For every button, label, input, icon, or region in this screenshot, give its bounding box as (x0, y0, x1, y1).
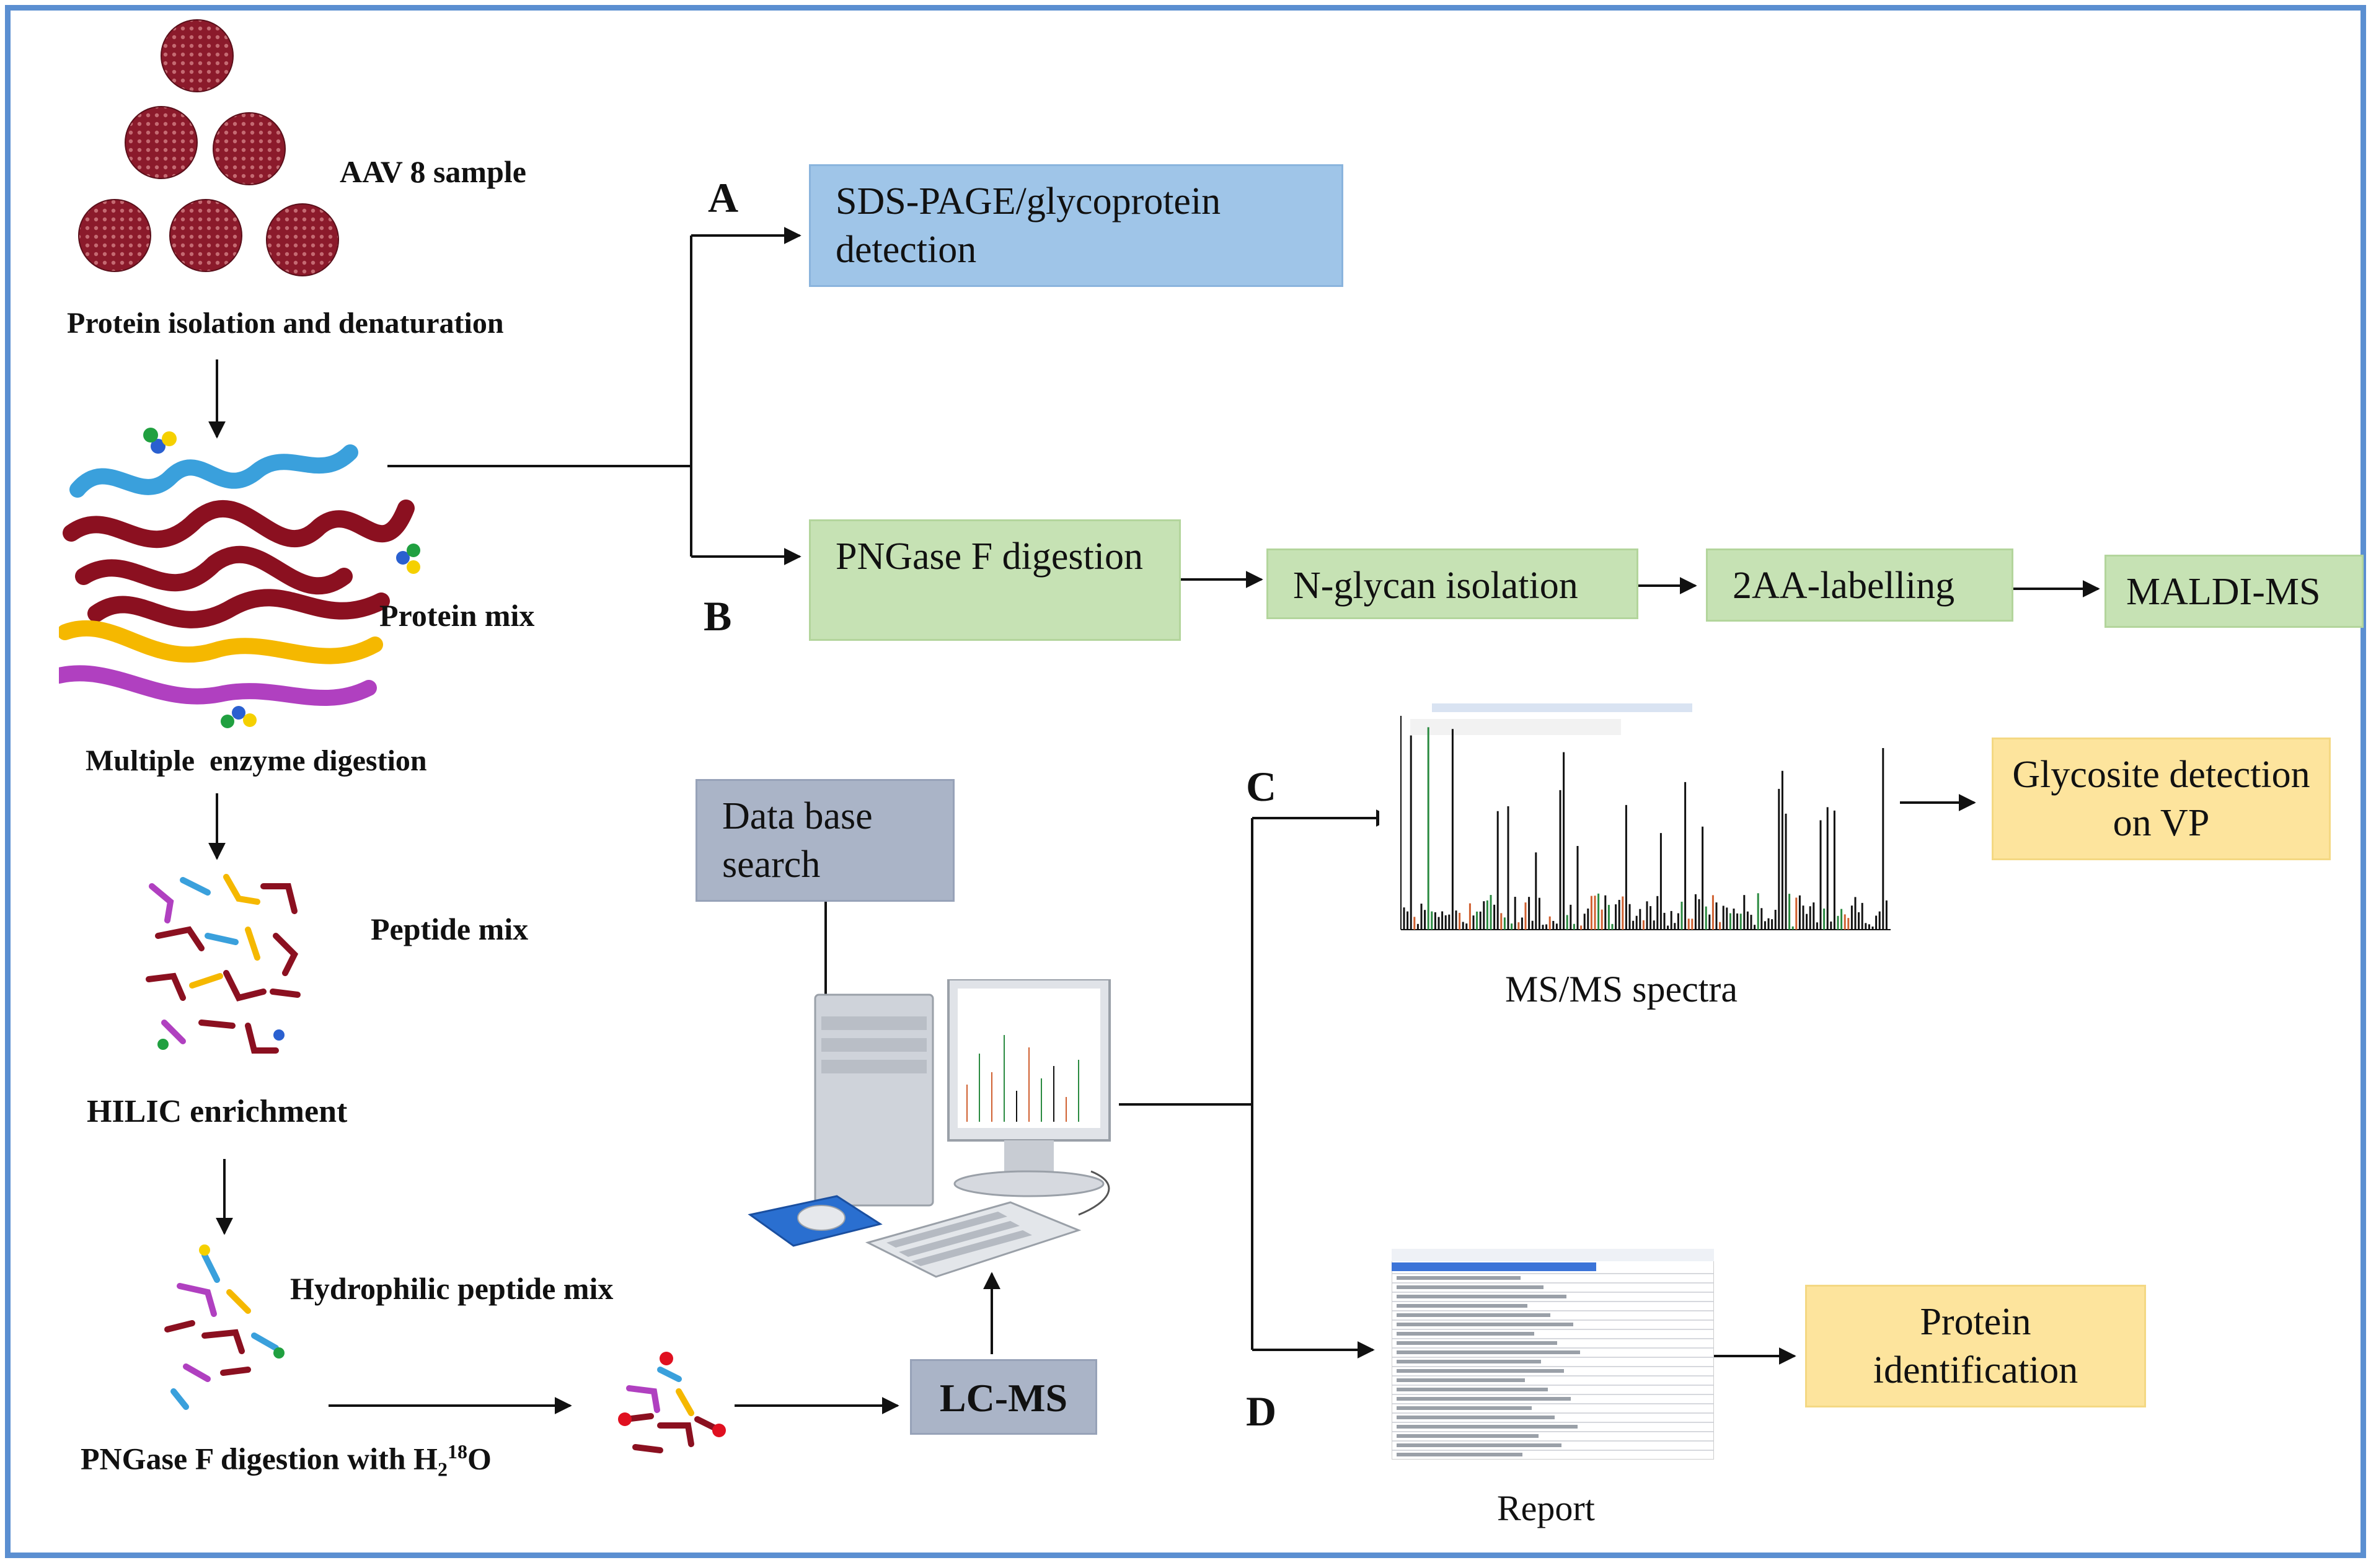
enzyme-digestion-label: Multiple enzyme digestion (86, 744, 427, 777)
virus-particle (169, 199, 242, 272)
database-search-box: Data base search (696, 779, 955, 902)
report-row-text (1397, 1425, 1578, 1429)
report-row-text (1397, 1388, 1548, 1391)
nglycan-isolation-box: N-glycan isolation (1266, 548, 1638, 619)
report-row-text (1397, 1332, 1534, 1336)
msms-spectrum-illustration (1379, 691, 1900, 951)
labeled-peptides-illustration (618, 1352, 726, 1453)
virus-particle (266, 203, 339, 276)
report-row-text (1397, 1360, 1541, 1363)
report-row-text (1397, 1304, 1527, 1308)
report-row-text (1397, 1369, 1564, 1373)
pngase-digestion-box: PNGase F digestion (809, 519, 1181, 641)
aav-sample-label: AAV 8 sample (340, 154, 526, 189)
virus-particle (213, 112, 286, 185)
protein-isolation-label: Protein isolation and denaturation (67, 307, 504, 340)
report-row-text (1397, 1443, 1561, 1447)
pngase-h218o-label: PNGase F digestion with H218O (81, 1440, 492, 1481)
report-row-text (1397, 1406, 1532, 1410)
branch-letter-d: D (1246, 1388, 1277, 1435)
virus-particle (161, 19, 234, 92)
peptide-mix-illustration (146, 874, 301, 1054)
report-row-text (1397, 1313, 1550, 1317)
virus-particle (78, 199, 151, 272)
sds-page-box: SDS-PAGE/glycoprotein detection (809, 164, 1343, 287)
report-caption: Report (1497, 1488, 1595, 1528)
lcms-box: LC-MS (910, 1359, 1097, 1435)
report-row-text (1397, 1416, 1555, 1419)
peptide-mix-label: Peptide mix (371, 912, 529, 946)
report-row-text (1397, 1276, 1521, 1280)
report-row-text (1397, 1434, 1539, 1438)
report-row-text (1397, 1341, 1557, 1345)
computer-illustration (748, 979, 1111, 1278)
glycosite-detection-box: Glycosite detection on VP (1992, 738, 2331, 860)
report-row-text (1397, 1285, 1544, 1289)
protein-identification-box: Protein identification (1805, 1285, 2146, 1407)
virus-particle (125, 106, 198, 179)
branch-letter-b: B (704, 592, 732, 640)
report-row-text (1397, 1453, 1522, 1456)
protein-mix-illustration (59, 428, 420, 728)
branch-letter-c: C (1246, 763, 1277, 810)
protein-mix-label: Protein mix (379, 598, 535, 633)
report-row-text (1397, 1323, 1573, 1326)
maldi-ms-box: MALDI-MS (2104, 555, 2364, 628)
hilic-enrichment-label: HILIC enrichment (87, 1094, 348, 1129)
aav-particles-illustration (78, 19, 339, 276)
msms-spectra-caption: MS/MS spectra (1505, 969, 1738, 1010)
report-table-illustration (1392, 1249, 1714, 1460)
hydrophilic-peptide-mix-label: Hydrophilic peptide mix (290, 1271, 614, 1306)
report-row-text (1397, 1295, 1566, 1298)
labelling-box: 2AA-labelling (1706, 548, 2013, 622)
report-row-text (1397, 1350, 1580, 1354)
report-row-text (1397, 1397, 1571, 1401)
branch-letter-a: A (708, 174, 739, 221)
hydrophilic-peptide-illustration (164, 1244, 285, 1410)
report-row-text (1397, 1378, 1525, 1382)
